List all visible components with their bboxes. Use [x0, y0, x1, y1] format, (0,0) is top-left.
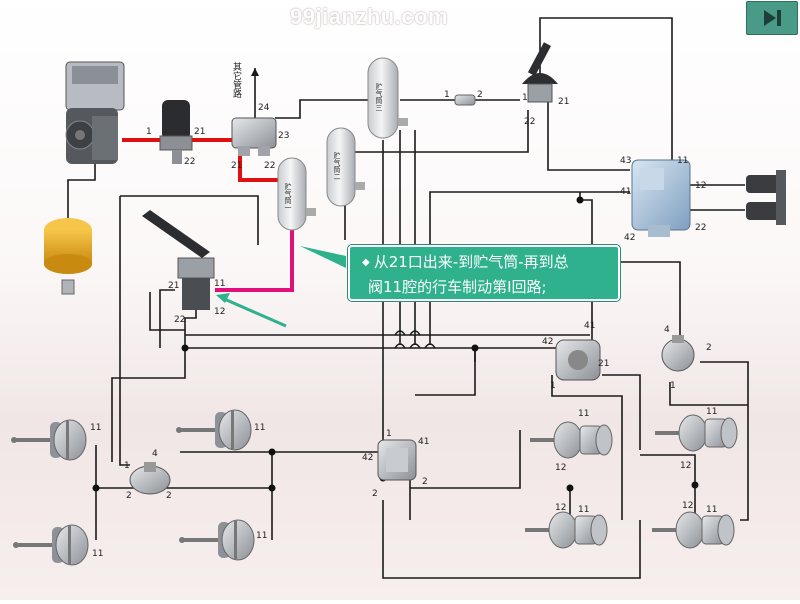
- port-fv-22: 22: [174, 315, 185, 325]
- port-lv-4: 4: [664, 325, 670, 335]
- port-ch8-12: 12: [682, 501, 693, 511]
- port-ch6-11: 11: [578, 505, 589, 515]
- pipe-crossings: [394, 330, 436, 349]
- brake-chamber-front-left-bottom: [12, 524, 89, 566]
- port-r2-1: 1: [386, 429, 392, 439]
- port-ch1-11: 11: [90, 423, 101, 433]
- port-hand-21: 21: [558, 97, 569, 107]
- red-pipe-supply: [122, 138, 282, 182]
- brake-chamber-front-right-bottom: [178, 519, 255, 561]
- relay-valve-2: [377, 439, 417, 481]
- port-r2-42: 42: [362, 453, 373, 463]
- quick-release-valve: [129, 462, 171, 495]
- air-tank-1: 贮气筒一: [277, 157, 316, 231]
- port-pv-21: 21: [231, 161, 242, 171]
- port-hand-22: 22: [524, 117, 535, 127]
- foot-brake-pedal-valve: [142, 210, 215, 310]
- port-ch3-11: 11: [254, 423, 265, 433]
- port-qr-1: 1: [124, 461, 130, 471]
- relay-valve: [555, 339, 601, 381]
- port-pv-22: 22: [264, 161, 275, 171]
- port-fv-21: 21: [168, 281, 179, 291]
- port-dryer-22: 22: [184, 157, 195, 167]
- port-ch5-12: 12: [555, 463, 566, 473]
- brake-chamber-front-right-top: [175, 409, 252, 451]
- callout-box: ◆从21口出来-到贮气筒-再到总 阀11腔的行车制动第I回路;: [348, 245, 620, 301]
- other-circuit-label: 其它管路: [231, 62, 242, 99]
- port-rv-1: 1: [550, 381, 556, 391]
- air-compressor: [65, 61, 125, 164]
- port-r2-41: 41: [418, 437, 429, 447]
- callout-line1: ◆从21口出来-到贮气筒-再到总: [362, 250, 610, 275]
- spring-chamber-rear-2: [524, 511, 608, 549]
- port-ch7-12: 12: [680, 461, 691, 471]
- port-r2-2b: 2: [422, 477, 428, 487]
- port-check-1: 1: [444, 90, 450, 100]
- air-tank-3: 贮气筒三: [367, 57, 408, 139]
- next-slide-button[interactable]: [746, 1, 798, 35]
- port-fv-12: 12: [214, 307, 225, 317]
- hand-brake-valve: [522, 42, 558, 103]
- port-rv-21: 21: [598, 359, 609, 369]
- magenta-pipe-circuit1: [215, 225, 294, 292]
- watermark: 99jianzhu.com: [290, 4, 449, 29]
- callout-line1-text: 从21口出来-到贮气筒-再到总: [373, 253, 569, 271]
- port-dryer-out: 21: [194, 127, 205, 137]
- port-ch7-11: 11: [706, 407, 717, 417]
- port-ch8-11: 11: [706, 505, 717, 515]
- next-slide-icon: [764, 10, 781, 26]
- port-lv-2: 2: [706, 343, 712, 353]
- port-hand-1: 1: [522, 93, 528, 103]
- air-dryer: [159, 100, 193, 164]
- port-ch6-12: 12: [555, 503, 566, 513]
- spring-chamber-rear-1: [529, 421, 613, 459]
- port-bv-11: 11: [677, 156, 688, 166]
- port-pv-23: 23: [278, 131, 289, 141]
- port-r2-2: 2: [372, 489, 378, 499]
- air-tank-2: 贮气筒二: [326, 127, 365, 207]
- foot-brake-main-valve: [631, 159, 691, 237]
- port-dryer-in: 1: [146, 127, 152, 137]
- unloader-tank: [44, 218, 92, 295]
- check-valve: [454, 94, 476, 106]
- trailer-coupling-heads: [746, 170, 786, 225]
- spring-chamber-rear-3: [654, 414, 738, 452]
- port-ch5-11: 11: [578, 409, 589, 419]
- port-bv-41: 41: [620, 187, 631, 197]
- port-bv-22: 22: [695, 223, 706, 233]
- tank3-label: 贮气筒三: [375, 82, 383, 111]
- tank2-label: 贮气筒二: [333, 151, 341, 180]
- port-bv-12: 12: [695, 181, 706, 191]
- port-bv-42: 42: [624, 233, 635, 243]
- port-qr-4: 4: [152, 449, 158, 459]
- load-sensing-valve: [661, 335, 695, 372]
- port-rv-42: 42: [542, 337, 553, 347]
- callout-bullet-icon: ◆: [362, 257, 370, 268]
- port-pv-24: 24: [258, 103, 270, 113]
- port-lv-1: 1: [670, 381, 676, 391]
- port-check-2: 2: [477, 90, 483, 100]
- brake-chamber-front-left-top: [10, 419, 87, 461]
- port-labels: 1 21 22 24 23 21 22 1 2 1 21 22 43 11 41…: [90, 90, 717, 559]
- port-rv-41: 41: [584, 321, 595, 331]
- port-bv-43: 43: [620, 156, 631, 166]
- protection-valve: [231, 117, 277, 156]
- callout-line2: 阀11腔的行车制动第I回路;: [368, 278, 547, 296]
- tank1-label: 贮气筒一: [284, 182, 292, 211]
- port-ch4-11: 11: [256, 531, 267, 541]
- spring-chamber-rear-4: [651, 511, 735, 549]
- port-ch2-11: 11: [92, 549, 103, 559]
- other-circuit-arrow: 其它管路: [231, 62, 259, 99]
- port-qr-2b: 2: [166, 491, 172, 501]
- port-fv-11: 11: [214, 279, 225, 289]
- callout-pointer: [216, 246, 346, 328]
- port-qr-2a: 2: [126, 491, 132, 501]
